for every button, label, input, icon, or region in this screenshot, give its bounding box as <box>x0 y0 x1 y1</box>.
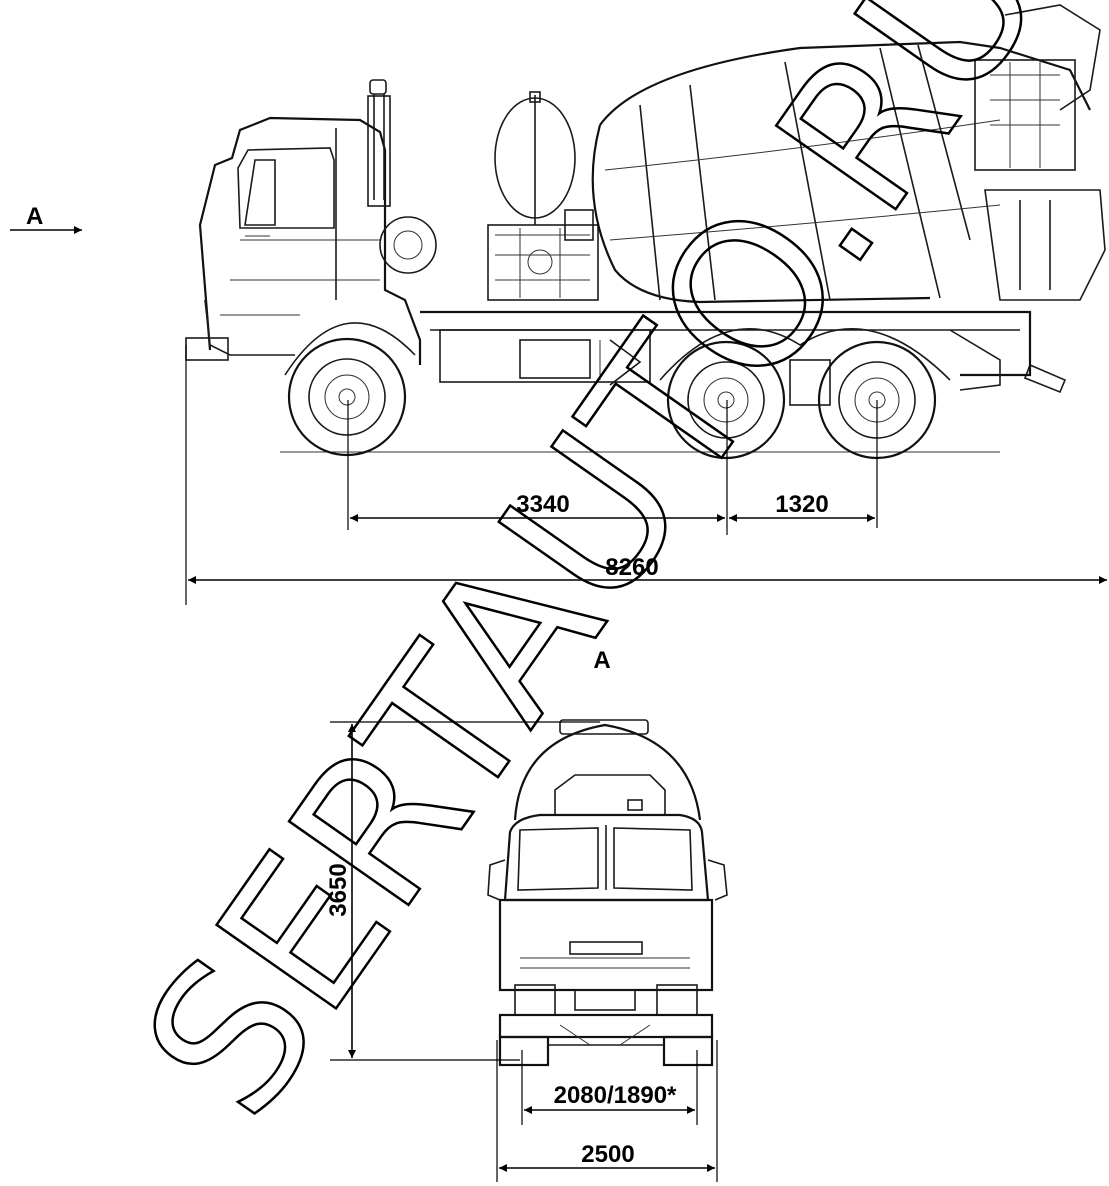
front-bumper <box>498 1013 714 1039</box>
front-wheel <box>287 337 407 457</box>
overall-length-label: 8260 <box>605 554 658 581</box>
wheelbase-front-label: 3340 <box>516 491 569 518</box>
exhaust-stack <box>367 79 391 207</box>
side-view-truck <box>185 4 1106 460</box>
front-grille-body <box>498 898 714 992</box>
front-cab <box>503 813 710 902</box>
mixer-drum <box>591 40 1091 304</box>
front-view-title: A <box>593 647 610 674</box>
side-dimensions: 3340 1320 8260 <box>185 345 1107 605</box>
hydraulic-unit <box>487 209 599 301</box>
view-marker-letter: A <box>26 203 43 230</box>
loading-hopper <box>974 4 1106 394</box>
view-direction-marker: A <box>10 203 82 234</box>
rear-wheel-1 <box>666 340 786 460</box>
left-front-tire <box>498 1035 550 1067</box>
overall-height-label: 3650 <box>325 863 352 916</box>
right-front-tire <box>662 1035 714 1067</box>
water-tank <box>494 91 576 225</box>
overall-width-label: 2500 <box>581 1141 634 1168</box>
front-fender <box>284 322 416 376</box>
wheelbase-rear-label: 1320 <box>775 491 828 518</box>
track-width-label: 2080/1890* <box>554 1082 677 1109</box>
rear-fenders <box>659 328 951 381</box>
front-dimensions: 3650 2080/1890* 2500 <box>325 721 718 1182</box>
cab <box>185 116 422 365</box>
chassis-frame <box>420 310 1032 406</box>
drum-front-outline <box>513 723 702 821</box>
front-view-truck <box>487 719 728 1067</box>
air-filter <box>379 216 437 274</box>
